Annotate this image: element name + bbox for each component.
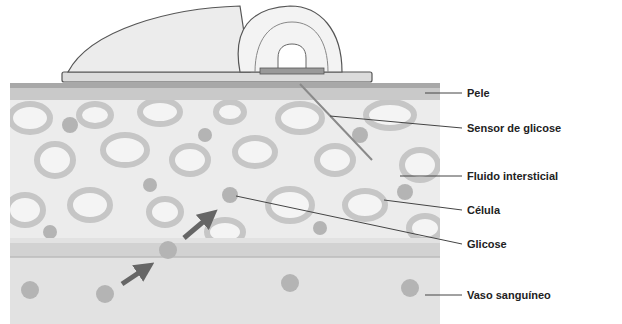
vessel-wall-line — [10, 256, 440, 258]
cell-label: Célula — [467, 203, 500, 217]
sensor-probe — [300, 84, 372, 160]
skin-surface — [10, 83, 440, 88]
sensor-label: Sensor de glicose — [467, 121, 561, 135]
glucose-path — [122, 187, 238, 284]
vessel-wall — [10, 243, 440, 257]
vessel-label: Vaso sanguíneo — [467, 288, 551, 302]
leader-lines — [236, 93, 462, 295]
blood-glucose — [21, 274, 419, 303]
blood-vessel — [10, 238, 440, 324]
cells — [10, 100, 440, 238]
glucose-monitor-device — [62, 6, 372, 82]
fluid-label: Fluido intersticial — [467, 169, 558, 183]
glucose-label: Glicose — [467, 237, 507, 251]
skin-label: Pele — [467, 86, 490, 100]
skin-layer — [10, 83, 440, 100]
